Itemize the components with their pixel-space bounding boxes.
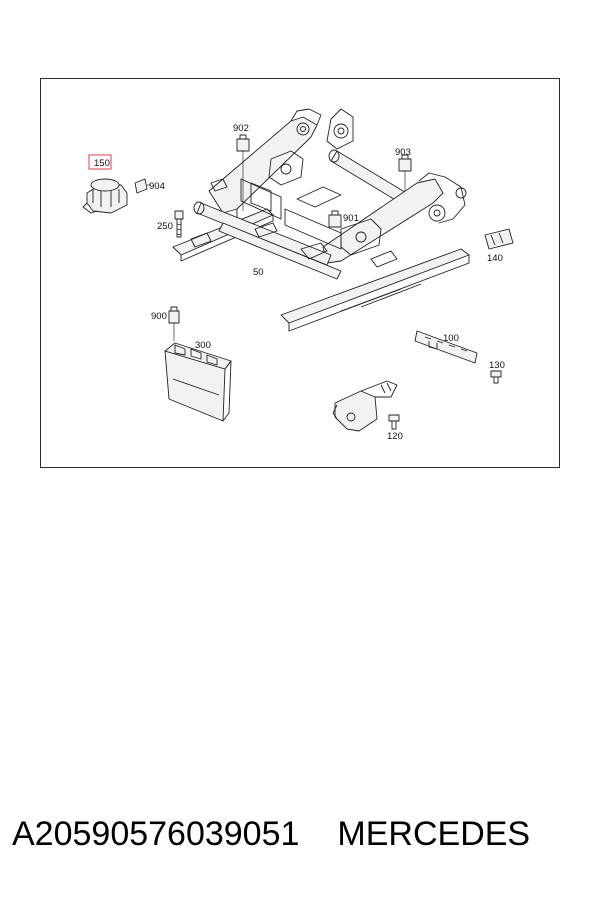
motor-150[interactable] <box>82 178 128 214</box>
label-902[interactable]: 902 <box>233 123 249 134</box>
footer: A20590576039051 MERCEDES <box>12 812 592 856</box>
connector-900[interactable] <box>168 306 180 341</box>
part-number: A20590576039051 <box>12 814 300 853</box>
parts-diagram: 150 904 250 902 903 901 50 140 900 <box>82 108 514 442</box>
switch-140[interactable] <box>484 228 514 250</box>
label-901[interactable]: 901 <box>343 213 359 224</box>
control-unit-300[interactable] <box>164 342 232 422</box>
bracket-120[interactable] <box>332 380 398 432</box>
label-120[interactable]: 120 <box>387 431 403 442</box>
strip-100[interactable] <box>414 330 478 364</box>
label-903[interactable]: 903 <box>395 147 411 158</box>
label-150[interactable]: 150 <box>94 158 110 169</box>
highlight-box-150 <box>88 154 112 170</box>
label-904[interactable]: 904 <box>149 181 165 192</box>
seat-frame-assembly[interactable] <box>172 108 470 332</box>
label-50[interactable]: 50 <box>253 267 264 278</box>
connector-903[interactable] <box>398 154 412 191</box>
label-130[interactable]: 130 <box>489 360 505 371</box>
screw-130[interactable] <box>490 370 502 384</box>
clip-904[interactable] <box>134 178 151 194</box>
label-140[interactable]: 140 <box>487 253 503 264</box>
connector-902[interactable] <box>236 134 250 211</box>
label-300[interactable]: 300 <box>195 340 211 351</box>
brand-name: MERCEDES <box>337 814 531 853</box>
bolt-250[interactable] <box>174 210 184 238</box>
label-900[interactable]: 900 <box>151 311 167 322</box>
label-250[interactable]: 250 <box>157 221 173 232</box>
parts-diagram-frame: 150 904 250 902 903 901 50 140 900 <box>40 78 560 468</box>
screw-120[interactable] <box>388 414 400 430</box>
connector-901[interactable] <box>328 210 342 228</box>
label-100[interactable]: 100 <box>443 333 459 344</box>
